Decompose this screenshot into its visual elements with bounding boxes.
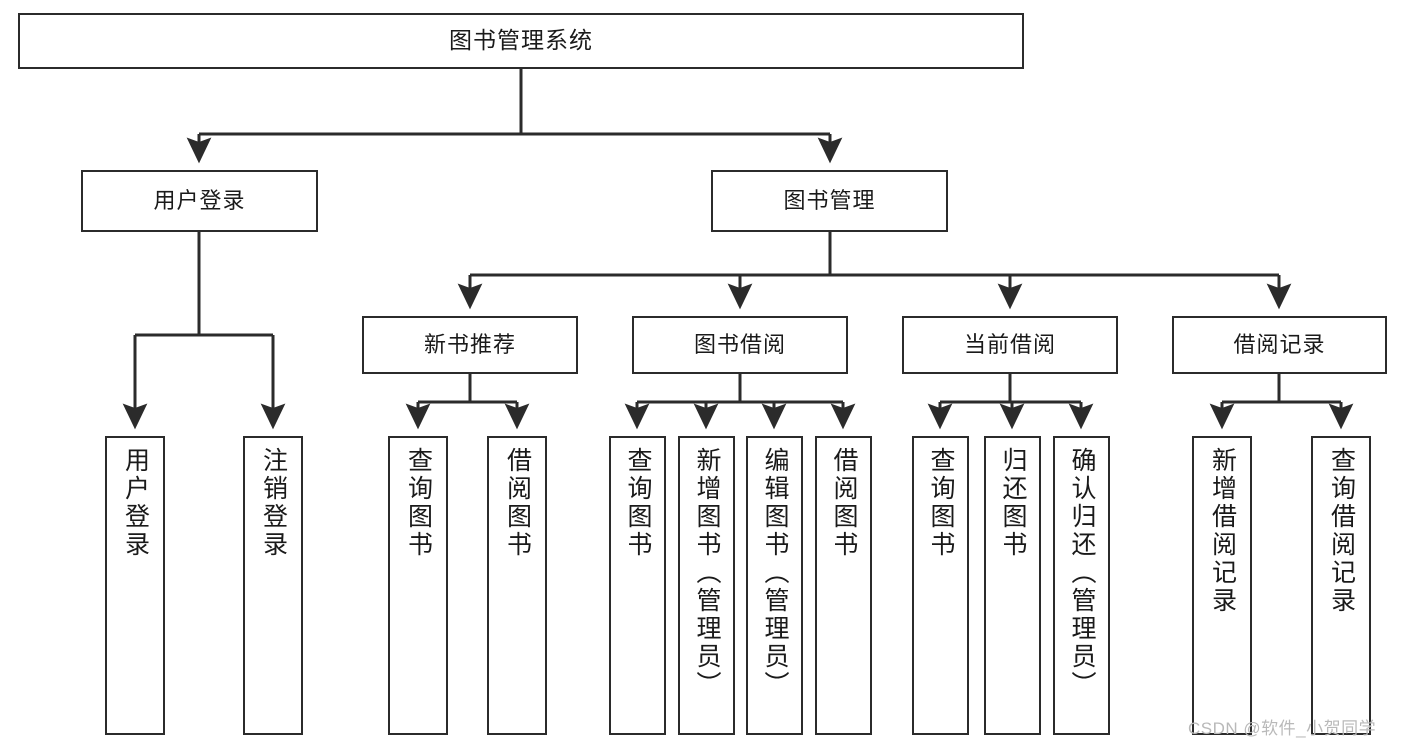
node-leaf-add-borrow-record[interactable]: 新增借阅记录 bbox=[1192, 436, 1252, 735]
node-label: 图书借阅 bbox=[693, 331, 786, 357]
node-book-borrow[interactable]: 图书借阅 bbox=[632, 316, 848, 374]
csdn-watermark: CSDN @软件_小贺同学 bbox=[1188, 719, 1377, 738]
node-label: 编辑图书（管理员） bbox=[761, 447, 789, 699]
node-leaf-return-books[interactable]: 归还图书 bbox=[984, 436, 1041, 735]
node-leaf-borrow-books-2[interactable]: 借阅图书 bbox=[815, 436, 872, 735]
node-new-book-recommend[interactable]: 新书推荐 bbox=[362, 316, 578, 374]
node-label: 查询图书 bbox=[404, 447, 433, 559]
node-label: 确认归还（管理员） bbox=[1068, 447, 1096, 699]
node-label: 新增借阅记录 bbox=[1208, 447, 1237, 615]
node-label: 当前借阅 bbox=[963, 331, 1056, 357]
node-leaf-confirm-return-admin[interactable]: 确认归还（管理员） bbox=[1053, 436, 1110, 735]
node-book-management[interactable]: 图书管理 bbox=[711, 170, 948, 232]
node-leaf-query-books-3[interactable]: 查询图书 bbox=[912, 436, 969, 735]
node-label: 查询借阅记录 bbox=[1327, 447, 1356, 615]
node-label: 注销登录 bbox=[259, 447, 288, 559]
node-leaf-add-book-admin[interactable]: 新增图书（管理员） bbox=[678, 436, 735, 735]
node-leaf-user-login[interactable]: 用户登录 bbox=[105, 436, 165, 735]
node-leaf-query-books-2[interactable]: 查询图书 bbox=[609, 436, 666, 735]
node-label: 借阅图书 bbox=[830, 447, 858, 559]
node-label: 图书管理系统 bbox=[449, 27, 593, 54]
node-label: 新书推荐 bbox=[423, 331, 516, 357]
node-label: 查询图书 bbox=[624, 447, 652, 559]
node-user-login[interactable]: 用户登录 bbox=[81, 170, 318, 232]
node-label: 借阅图书 bbox=[503, 447, 532, 559]
node-label: 新增图书（管理员） bbox=[693, 447, 721, 699]
node-label: 用户登录 bbox=[153, 187, 246, 213]
node-leaf-query-borrow-record[interactable]: 查询借阅记录 bbox=[1311, 436, 1371, 735]
node-borrow-records[interactable]: 借阅记录 bbox=[1172, 316, 1387, 374]
node-leaf-query-books-1[interactable]: 查询图书 bbox=[388, 436, 448, 735]
node-book-management-system[interactable]: 图书管理系统 bbox=[18, 13, 1024, 69]
node-leaf-edit-book-admin[interactable]: 编辑图书（管理员） bbox=[746, 436, 803, 735]
node-leaf-user-logout[interactable]: 注销登录 bbox=[243, 436, 303, 735]
node-label: 归还图书 bbox=[999, 447, 1027, 559]
node-label: 查询图书 bbox=[927, 447, 955, 559]
node-current-borrow[interactable]: 当前借阅 bbox=[902, 316, 1118, 374]
node-label: 用户登录 bbox=[121, 447, 150, 559]
node-label: 图书管理 bbox=[783, 187, 876, 213]
node-label: 借阅记录 bbox=[1233, 331, 1326, 357]
node-leaf-borrow-books-1[interactable]: 借阅图书 bbox=[487, 436, 547, 735]
